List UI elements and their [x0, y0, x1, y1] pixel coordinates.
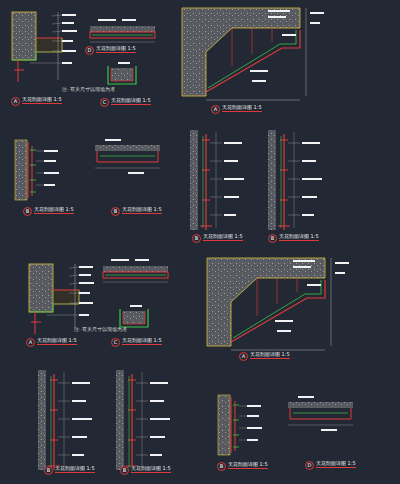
detail-title: 天花剖面详图 1:5 — [34, 207, 74, 214]
detail-title: 天花剖面详图 1:5 — [22, 97, 62, 104]
callout-letter: A — [239, 352, 248, 361]
detail-title: 天花剖面详图 1:5 — [37, 338, 77, 345]
callout-letter: B — [44, 466, 53, 475]
callout-letter: A — [26, 338, 35, 347]
detail-title: 天花剖面详图 1:5 — [316, 461, 356, 468]
callout-letter: B — [192, 234, 201, 243]
detail-title: 天花剖面详图 1:5 — [96, 46, 136, 53]
callout-letter: A — [11, 97, 20, 106]
detail-title: 天花剖面详图 1:5 — [55, 466, 95, 473]
callout-letter: B — [120, 466, 129, 475]
detail-title: 天花剖面详图 1:5 — [279, 234, 319, 241]
callout-letter: B — [111, 207, 120, 216]
note-text: 注: 有关尺寸以现场为准 — [74, 328, 127, 333]
detail-title: 天花剖面详图 1:5 — [228, 462, 268, 469]
note-text: 注: 有关尺寸以现场为准 — [62, 88, 115, 93]
detail-title: 天花剖面详图 1:5 — [122, 338, 162, 345]
detail-title: 天花剖面详图 1:5 — [131, 466, 171, 473]
detail-title: 天花剖面详图 1:5 — [250, 352, 290, 359]
callout-letter: C — [111, 338, 120, 347]
callout-letter: D — [85, 46, 94, 55]
detail-title: 天花剖面详图 1:5 — [122, 207, 162, 214]
callout-letter: C — [100, 98, 109, 107]
detail-title: 天花剖面详图 1:5 — [111, 98, 151, 105]
callout-letter: D — [305, 461, 314, 470]
callout-letter: B — [23, 207, 32, 216]
callout-letter: B — [217, 462, 226, 471]
callout-letter: B — [268, 234, 277, 243]
callout-letter: A — [211, 105, 220, 114]
detail-title: 天花剖面详图 1:5 — [203, 234, 243, 241]
detail-title: 天花剖面详图 1:5 — [222, 105, 262, 112]
